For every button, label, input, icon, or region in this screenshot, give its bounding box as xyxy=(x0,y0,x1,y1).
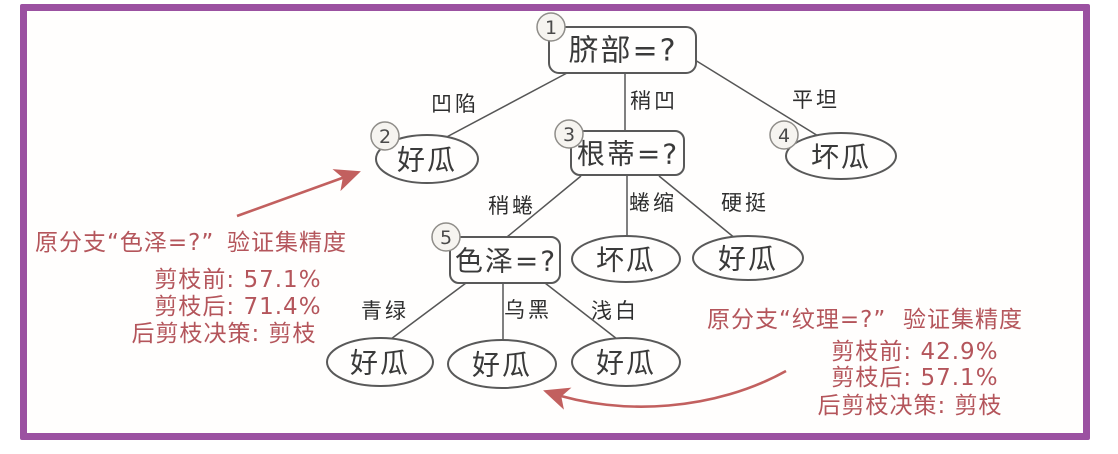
leaf-good2-ellipse xyxy=(692,235,804,281)
leaf-good-melon-green: 好瓜 xyxy=(326,337,434,387)
node-2-number-circle xyxy=(370,121,400,151)
leaf-bad2-ellipse xyxy=(571,235,681,283)
node-4-number: 4 xyxy=(778,125,790,147)
annotation-left-before: 剪枝前: 57.1% xyxy=(154,267,321,293)
edge-node5-to-leaf3 xyxy=(544,282,618,340)
leaf-good-melon-dark: 好瓜 xyxy=(447,339,557,389)
arrow-right-to-leaf2 xyxy=(543,369,787,410)
branch-label-dark: 乌黑 xyxy=(504,298,552,322)
annotation-right-pruning: 原分支“纹理=?” 验证集精度 剪枝前: 42.9% 剪枝后: 57.1% 后剪… xyxy=(707,307,1023,419)
node-4-bad-melon: 坏瓜 4 xyxy=(769,120,897,180)
node-2-label: 好瓜 xyxy=(397,144,457,177)
leaf2-label: 好瓜 xyxy=(472,349,532,382)
branch-label-sunken: 凹陷 xyxy=(431,92,479,116)
annotation-left-after: 剪枝后: 71.4% xyxy=(154,294,321,320)
leaf2-ellipse xyxy=(447,339,557,389)
annotation-right-decision: 后剪枝决策: 剪枝 xyxy=(817,393,1002,419)
leaf-good-melon-stiff: 好瓜 xyxy=(692,235,804,281)
annotation-left-branch: 原分支“色泽=?” xyxy=(35,230,214,256)
branch-label-pale: 浅白 xyxy=(591,299,639,323)
leaf-bad-melon-curled: 坏瓜 xyxy=(571,235,681,283)
node-3-number-circle xyxy=(554,119,584,149)
node-5-label: 色泽=? xyxy=(455,245,557,278)
branch-label-green: 青绿 xyxy=(361,299,409,323)
node-2-good-melon: 好瓜 2 xyxy=(370,121,479,184)
node-5-color: 色泽=? 5 xyxy=(431,222,561,284)
node-3-number: 3 xyxy=(563,124,575,146)
node-5-box xyxy=(449,236,561,284)
tree-edges xyxy=(390,59,824,340)
node-5-number: 5 xyxy=(440,227,452,249)
node-3-stem: 根蒂=? 3 xyxy=(554,119,685,176)
node-1-label: 脐部=? xyxy=(568,34,677,69)
node-1-number-circle xyxy=(536,12,566,42)
node-1-box xyxy=(548,26,697,74)
annotation-left-decision: 后剪枝决策: 剪枝 xyxy=(131,321,316,347)
node-1-navel: 脐部=? 1 xyxy=(536,12,697,74)
node-4-label: 坏瓜 xyxy=(811,141,871,174)
node-5-number-circle xyxy=(431,222,461,252)
branch-label-slightly-sunken: 稍凹 xyxy=(630,89,678,113)
leaf3-label: 好瓜 xyxy=(596,347,656,380)
edge-node3-to-node5 xyxy=(506,175,582,238)
node-4-ellipse xyxy=(785,132,897,180)
node-3-box xyxy=(570,130,685,176)
node-3-label: 根蒂=? xyxy=(577,138,679,171)
branch-labels: 凹陷 稍凹 平坦 稍蜷 蜷缩 硬挺 青绿 乌黑 浅白 xyxy=(361,88,840,323)
node-2-number: 2 xyxy=(379,126,391,148)
branch-label-flat: 平坦 xyxy=(792,88,840,112)
annotation-right-before: 剪枝前: 42.9% xyxy=(831,339,998,365)
node-4-number-circle xyxy=(769,120,799,150)
node-1-number: 1 xyxy=(545,17,557,39)
annotation-right-header: 验证集精度 xyxy=(903,307,1023,333)
edge-node3-to-good2 xyxy=(658,175,737,240)
branch-label-stiff: 硬挺 xyxy=(721,191,769,215)
annotation-left-pruning: 原分支“色泽=?” 验证集精度 剪枝前: 57.1% 剪枝后: 71.4% 后剪… xyxy=(35,230,347,347)
leaf-bad2-label: 坏瓜 xyxy=(596,244,656,277)
annotation-left-header: 验证集精度 xyxy=(227,230,347,256)
branch-label-curled: 蜷缩 xyxy=(629,191,677,215)
edge-node5-to-leaf1 xyxy=(390,282,467,340)
leaf1-ellipse xyxy=(326,337,434,387)
leaf-good2-label: 好瓜 xyxy=(718,243,778,276)
arrow-left-to-node2 xyxy=(236,169,361,218)
leaf3-ellipse xyxy=(571,337,681,387)
annotation-right-branch: 原分支“纹理=?” xyxy=(707,307,886,333)
edge-root-to-node4 xyxy=(694,59,824,140)
edge-root-to-node2 xyxy=(440,72,568,141)
leaf1-label: 好瓜 xyxy=(350,347,410,380)
node-2-ellipse xyxy=(375,134,479,184)
branch-label-slightly-curled: 稍蜷 xyxy=(488,194,536,218)
annotation-right-after: 剪枝后: 57.1% xyxy=(831,365,998,391)
leaf-good-melon-pale: 好瓜 xyxy=(571,337,681,387)
